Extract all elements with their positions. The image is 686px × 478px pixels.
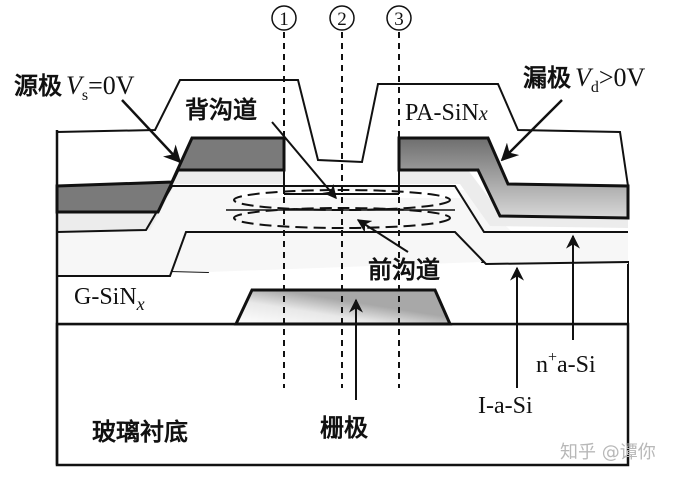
passivation-layer: [56, 79, 629, 187]
front-channel-arrow: [356, 219, 409, 253]
back-channel-label: 背沟道: [185, 96, 257, 124]
gate-insulator-label: G-SiNx: [74, 284, 145, 314]
n-plus-si-layer: [57, 170, 628, 232]
front-channel-label: 前沟道: [368, 256, 440, 284]
svg-text:3: 3: [394, 9, 404, 30]
svg-text:2: 2: [337, 9, 347, 30]
passivation-label: PA-SiNx: [405, 100, 488, 126]
intrinsic-si-outline: [57, 231, 629, 277]
gate-label: 栅极: [320, 414, 368, 442]
source-arrow: [121, 99, 182, 164]
marker-1: 1: [271, 5, 297, 31]
watermark: 知乎 @谭你: [560, 442, 656, 463]
n-plus-si-label: n+a-Si: [536, 349, 596, 378]
drain-electrode: [397, 136, 630, 220]
glass-substrate: [55, 322, 630, 467]
intrinsic-si-label: I-a-Si: [478, 393, 533, 419]
substrate-label: 玻璃衬底: [92, 418, 188, 446]
svg-text:1: 1: [279, 9, 289, 30]
marker-3: 3: [386, 5, 412, 31]
drain-arrow: [500, 99, 563, 162]
back-channel-arrow: [271, 121, 337, 200]
marker-2: 2: [329, 5, 355, 31]
